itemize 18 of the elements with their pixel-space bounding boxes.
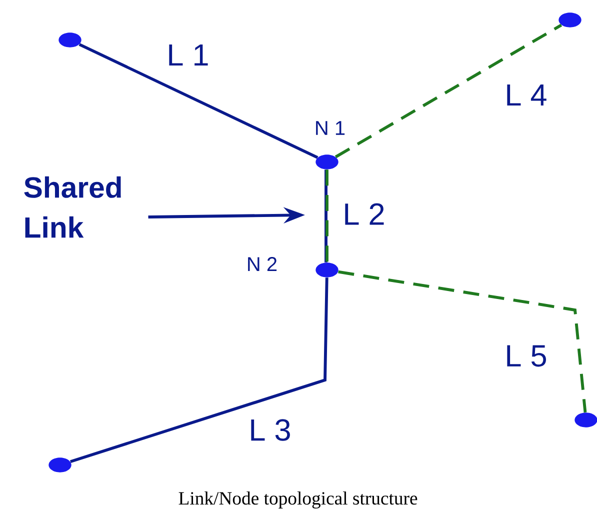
link-label: L 2	[341, 202, 387, 226]
link-label: L 3	[247, 418, 293, 442]
link-line	[70, 278, 328, 464]
node-dot	[316, 154, 338, 170]
link-line	[338, 270, 587, 413]
link-label: L 4	[503, 83, 549, 107]
link-line	[334, 24, 562, 158]
link-line	[78, 43, 318, 159]
link-label: L 1	[165, 43, 211, 67]
shared-link-text: Shared Link	[24, 176, 121, 238]
caption: Link/Node topological structure	[178, 492, 418, 508]
node-dot	[316, 262, 338, 278]
node-label: N 1	[316, 121, 345, 135]
node-label: N 2	[248, 257, 277, 271]
link-label: L 5	[503, 344, 549, 368]
node-dot	[48, 458, 72, 472]
node-dot	[558, 12, 582, 28]
node-dot	[58, 32, 82, 48]
